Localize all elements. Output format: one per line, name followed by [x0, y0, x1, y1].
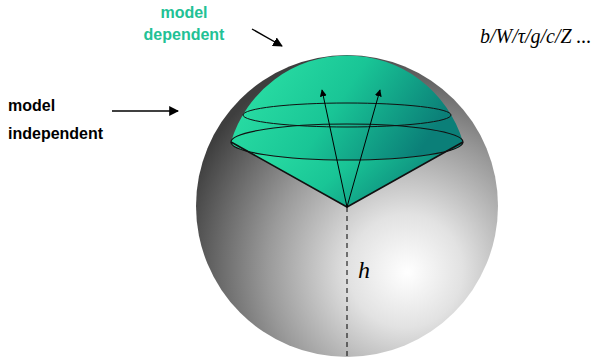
cone — [231, 142, 463, 207]
decay-arrow — [322, 90, 347, 207]
higgs-symbol: h — [358, 256, 382, 284]
region-label: model independent — [8, 92, 120, 148]
region-label: model dependent — [128, 2, 240, 46]
radius-line — [347, 207, 348, 356]
decay-channels: b/W/τ/g/c/Z ... — [480, 24, 610, 48]
spherical-cap — [231, 55, 463, 160]
pointer-arrow — [112, 110, 178, 111]
pointer-arrow — [252, 29, 282, 46]
cap-ring — [243, 103, 451, 127]
decay-arrow — [347, 90, 380, 207]
cone-edge — [231, 142, 463, 207]
sphere — [196, 55, 498, 357]
cap-rim — [231, 124, 463, 160]
